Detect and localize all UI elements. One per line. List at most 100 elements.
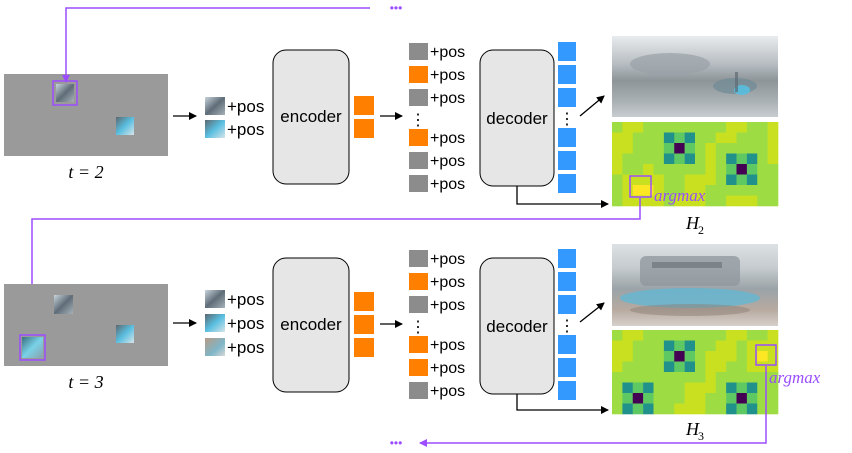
input-token-label: +pos [227, 338, 264, 357]
selected-patch-outline-t3 [19, 334, 46, 361]
decoder-token-encoded [409, 66, 428, 83]
heatmap-cell [674, 382, 685, 394]
heatmap-cell [643, 143, 654, 154]
heatmap-cell [695, 382, 706, 394]
heatmap-cell [632, 361, 644, 373]
heatmap-cell [653, 122, 665, 133]
heatmap-cell [726, 122, 737, 133]
heatmap-cell [736, 174, 748, 186]
heatmap-cell [684, 185, 696, 196]
heatmap-cell [612, 185, 623, 196]
decoder-label: decoder [486, 109, 548, 128]
heatmap-cell [663, 185, 675, 196]
heatmap-cell [622, 340, 634, 352]
heatmap-cell [653, 164, 665, 175]
heatmap-cell [726, 351, 737, 362]
heatmap-cell [695, 174, 706, 186]
heatmap-cell [622, 153, 634, 165]
heatmap-cell [757, 153, 768, 165]
heatmap-cell [757, 132, 768, 144]
decoder-token-mask [409, 382, 428, 399]
heatmap-cell [746, 174, 758, 186]
heatmap-cell [705, 330, 717, 341]
ellipsis-top: ••• [390, 1, 403, 15]
heatmap-cell [612, 382, 623, 394]
argmax-label-t2: argmax [654, 186, 706, 205]
heatmap-cell [705, 164, 717, 175]
heatmap-cell [705, 153, 717, 165]
heatmap-cell [663, 403, 675, 415]
heatmap-cell [674, 351, 685, 362]
heatmap-cell [726, 143, 737, 154]
heatmap-cell [736, 143, 748, 154]
heatmap-cell [632, 122, 644, 133]
vertical-ellipsis: ⋮ [410, 319, 426, 336]
heatmap-cell [746, 382, 758, 394]
heatmap-cell [653, 330, 665, 341]
heatmap-cell [757, 122, 768, 133]
heatmap-cell [695, 340, 706, 352]
decoder-token-mask [409, 43, 428, 60]
heatmap-cell [726, 195, 737, 207]
decoded-token [558, 249, 576, 268]
heatmap-cell [663, 382, 675, 394]
heatmap-cell [632, 164, 644, 175]
heatmap-cell [757, 361, 768, 373]
heatmap-cell [653, 185, 665, 196]
heatmap-cell [746, 372, 758, 383]
decoder-token-label: +pos [430, 251, 465, 268]
decoder-token-encoded [409, 273, 428, 290]
heatmap-cell [726, 340, 737, 352]
heatmap-cell [726, 361, 737, 373]
top-panel: t = 2 ••• +pos +pos encoder +pos +pos +p… [4, 1, 779, 329]
heatmap-cell [695, 122, 706, 133]
heatmap-cell [715, 153, 727, 165]
heatmap-cell [695, 330, 706, 341]
decoder-token-mask [409, 175, 428, 192]
input-token-label: +pos [227, 314, 264, 333]
arrow-to-reconstruction-t2 [579, 95, 605, 117]
heatmap-cell [705, 122, 717, 133]
heatmap-cell [643, 361, 654, 373]
heatmap-cell [757, 382, 768, 394]
decoder-token-mask [409, 89, 428, 106]
heatmap-cell [632, 195, 644, 207]
heatmap-cell [715, 132, 727, 144]
heatmap-cell [622, 164, 634, 175]
decoded-token [558, 65, 576, 84]
heatmap-cell [715, 340, 727, 352]
heatmap-cell [653, 340, 665, 352]
heatmap-cell [715, 382, 727, 394]
heatmap-cell [767, 382, 779, 394]
heatmap-cell [767, 153, 779, 165]
heatmap-cell [612, 153, 623, 165]
heatmap-cell [736, 382, 748, 394]
heatmap-cell [653, 372, 665, 383]
heatmap-cell [663, 153, 675, 165]
heatmap-cell [767, 185, 779, 196]
heatmap-cell [684, 403, 696, 415]
heatmap-cell [643, 372, 654, 383]
heatmap-cell [674, 122, 685, 133]
heatmap-cell [643, 132, 654, 144]
heatmap-cell [653, 361, 665, 373]
heatmap-cell [715, 174, 727, 186]
decoded-token [558, 335, 576, 354]
heatmap-cell [757, 143, 768, 154]
heatmap-cell [757, 351, 768, 362]
heatmap-cell [726, 403, 737, 415]
heatmap-cell [684, 164, 696, 175]
heatmap-cell [695, 393, 706, 404]
feedback-arrow-bottom [419, 366, 767, 447]
heatmap-cell [632, 403, 644, 415]
heatmap-cell [643, 351, 654, 362]
heatmap-cell [715, 372, 727, 383]
heatmap-cell [674, 143, 685, 154]
heatmap-cell [705, 340, 717, 352]
decoder-token-encoded [409, 129, 428, 146]
vertical-ellipsis: ⋮ [410, 112, 426, 129]
input-token-patch [205, 120, 225, 138]
decoder-token-label: +pos [430, 130, 465, 147]
heatmap-cell [632, 393, 644, 404]
heatmap-cell [746, 340, 758, 352]
